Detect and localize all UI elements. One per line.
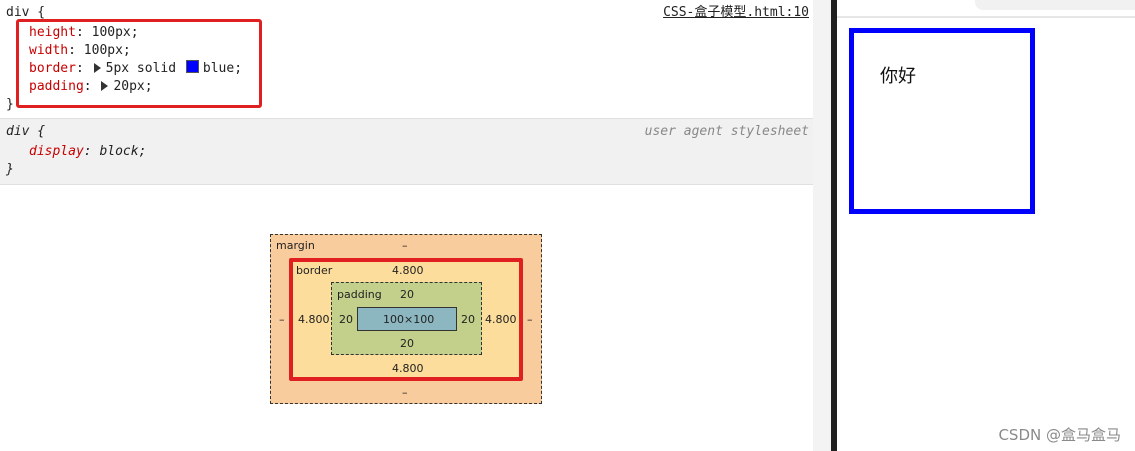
- declaration-padding[interactable]: padding: 20px;: [29, 79, 153, 94]
- browser-preview: [837, 0, 1135, 451]
- rule-closing-brace: }: [6, 162, 14, 177]
- csdn-watermark: CSDN @盒马盒马: [998, 426, 1121, 444]
- browser-tab-strip: [975, 0, 1135, 10]
- color-swatch[interactable]: [185, 60, 199, 73]
- padding-top-value[interactable]: 20: [400, 288, 414, 301]
- padding-bottom-value[interactable]: 20: [400, 337, 414, 350]
- property-value: block;: [99, 144, 147, 159]
- margin-bottom-value[interactable]: –: [402, 386, 408, 399]
- border-bottom-value[interactable]: 4.800: [392, 362, 424, 375]
- rule-source-link[interactable]: CSS-盒子模型.html:10: [663, 5, 809, 20]
- property-value[interactable]: 100px;: [91, 25, 139, 40]
- rule-closing-brace: }: [6, 97, 14, 112]
- padding-right-value[interactable]: 20: [461, 313, 475, 326]
- rule-selector[interactable]: div {: [6, 5, 46, 20]
- box-model-content[interactable]: [357, 307, 457, 331]
- rule-selector: div {: [6, 124, 46, 139]
- property-name[interactable]: height: [29, 25, 76, 40]
- declaration-width[interactable]: width: 100px;: [29, 43, 131, 58]
- annotation-highlight-box: [16, 19, 262, 108]
- declaration-display: display: block;: [29, 144, 147, 159]
- property-name[interactable]: width: [29, 43, 69, 58]
- demo-div-text: 你好: [880, 66, 916, 87]
- declaration-border[interactable]: border: 5px solid blue;: [29, 60, 243, 76]
- declaration-height[interactable]: height: 100px;: [29, 25, 139, 40]
- padding-left-value[interactable]: 20: [339, 313, 353, 326]
- margin-label: margin: [276, 239, 315, 252]
- property-value[interactable]: 20px;: [113, 79, 153, 94]
- property-name: display: [29, 144, 84, 159]
- padding-label: padding: [337, 288, 382, 301]
- border-label: border: [296, 264, 333, 277]
- margin-top-value[interactable]: –: [402, 239, 408, 252]
- expand-triangle-icon[interactable]: [101, 81, 109, 91]
- margin-right-value[interactable]: –: [527, 313, 533, 326]
- property-value[interactable]: 100px;: [83, 43, 131, 58]
- demo-div-box[interactable]: [849, 28, 1035, 214]
- expand-triangle-icon[interactable]: [93, 63, 101, 73]
- margin-left-value[interactable]: –: [279, 313, 285, 326]
- color-value[interactable]: blue;: [202, 61, 243, 76]
- border-top-value[interactable]: 4.800: [392, 264, 424, 277]
- border-left-value[interactable]: 4.800: [298, 313, 330, 326]
- property-value[interactable]: 5px solid: [105, 61, 177, 76]
- rule-source-label: user agent stylesheet: [644, 124, 809, 139]
- property-name[interactable]: padding: [29, 79, 84, 94]
- property-name[interactable]: border: [29, 61, 76, 76]
- devtools-styles-pane: div { CSS-盒子模型.html:10 height: 100px; wi…: [0, 5, 813, 404]
- content-size-value[interactable]: 100×100: [383, 313, 435, 326]
- style-rule-user-agent: div { user agent stylesheet display: blo…: [0, 119, 813, 185]
- panel-divider[interactable]: [813, 0, 833, 451]
- panel-divider-line: [831, 0, 837, 451]
- border-right-value[interactable]: 4.800: [485, 313, 517, 326]
